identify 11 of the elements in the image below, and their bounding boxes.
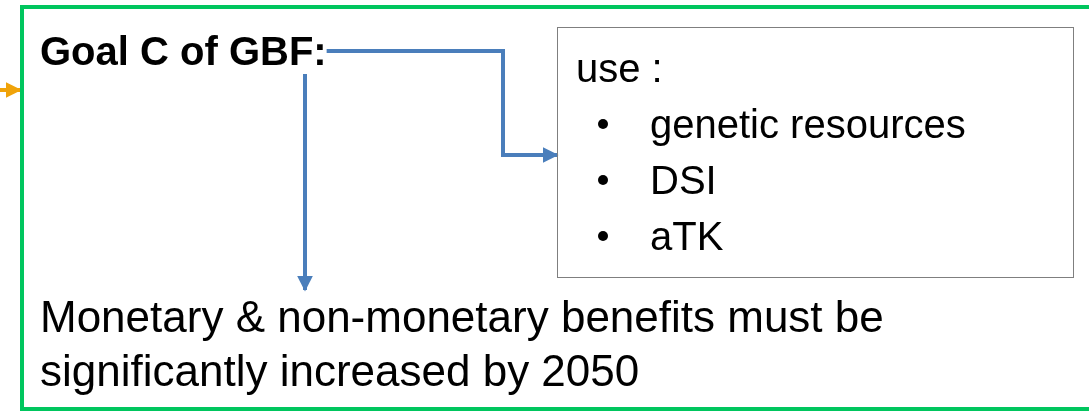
arrow	[0, 82, 22, 98]
statement-text: Monetary & non-monetary benefits must be significantly increased by 2050	[40, 290, 1000, 398]
arrow	[326, 49, 559, 163]
bullet-item: aTK	[650, 213, 724, 259]
panel-box	[20, 5, 1089, 411]
list-heading: use :	[576, 45, 663, 92]
bullet-item: genetic resources	[650, 101, 966, 147]
bullet-item: DSI	[650, 157, 717, 203]
list-box	[557, 27, 1074, 278]
arrow	[297, 74, 313, 292]
heading-text: Goal C of GBF:	[40, 28, 327, 74]
